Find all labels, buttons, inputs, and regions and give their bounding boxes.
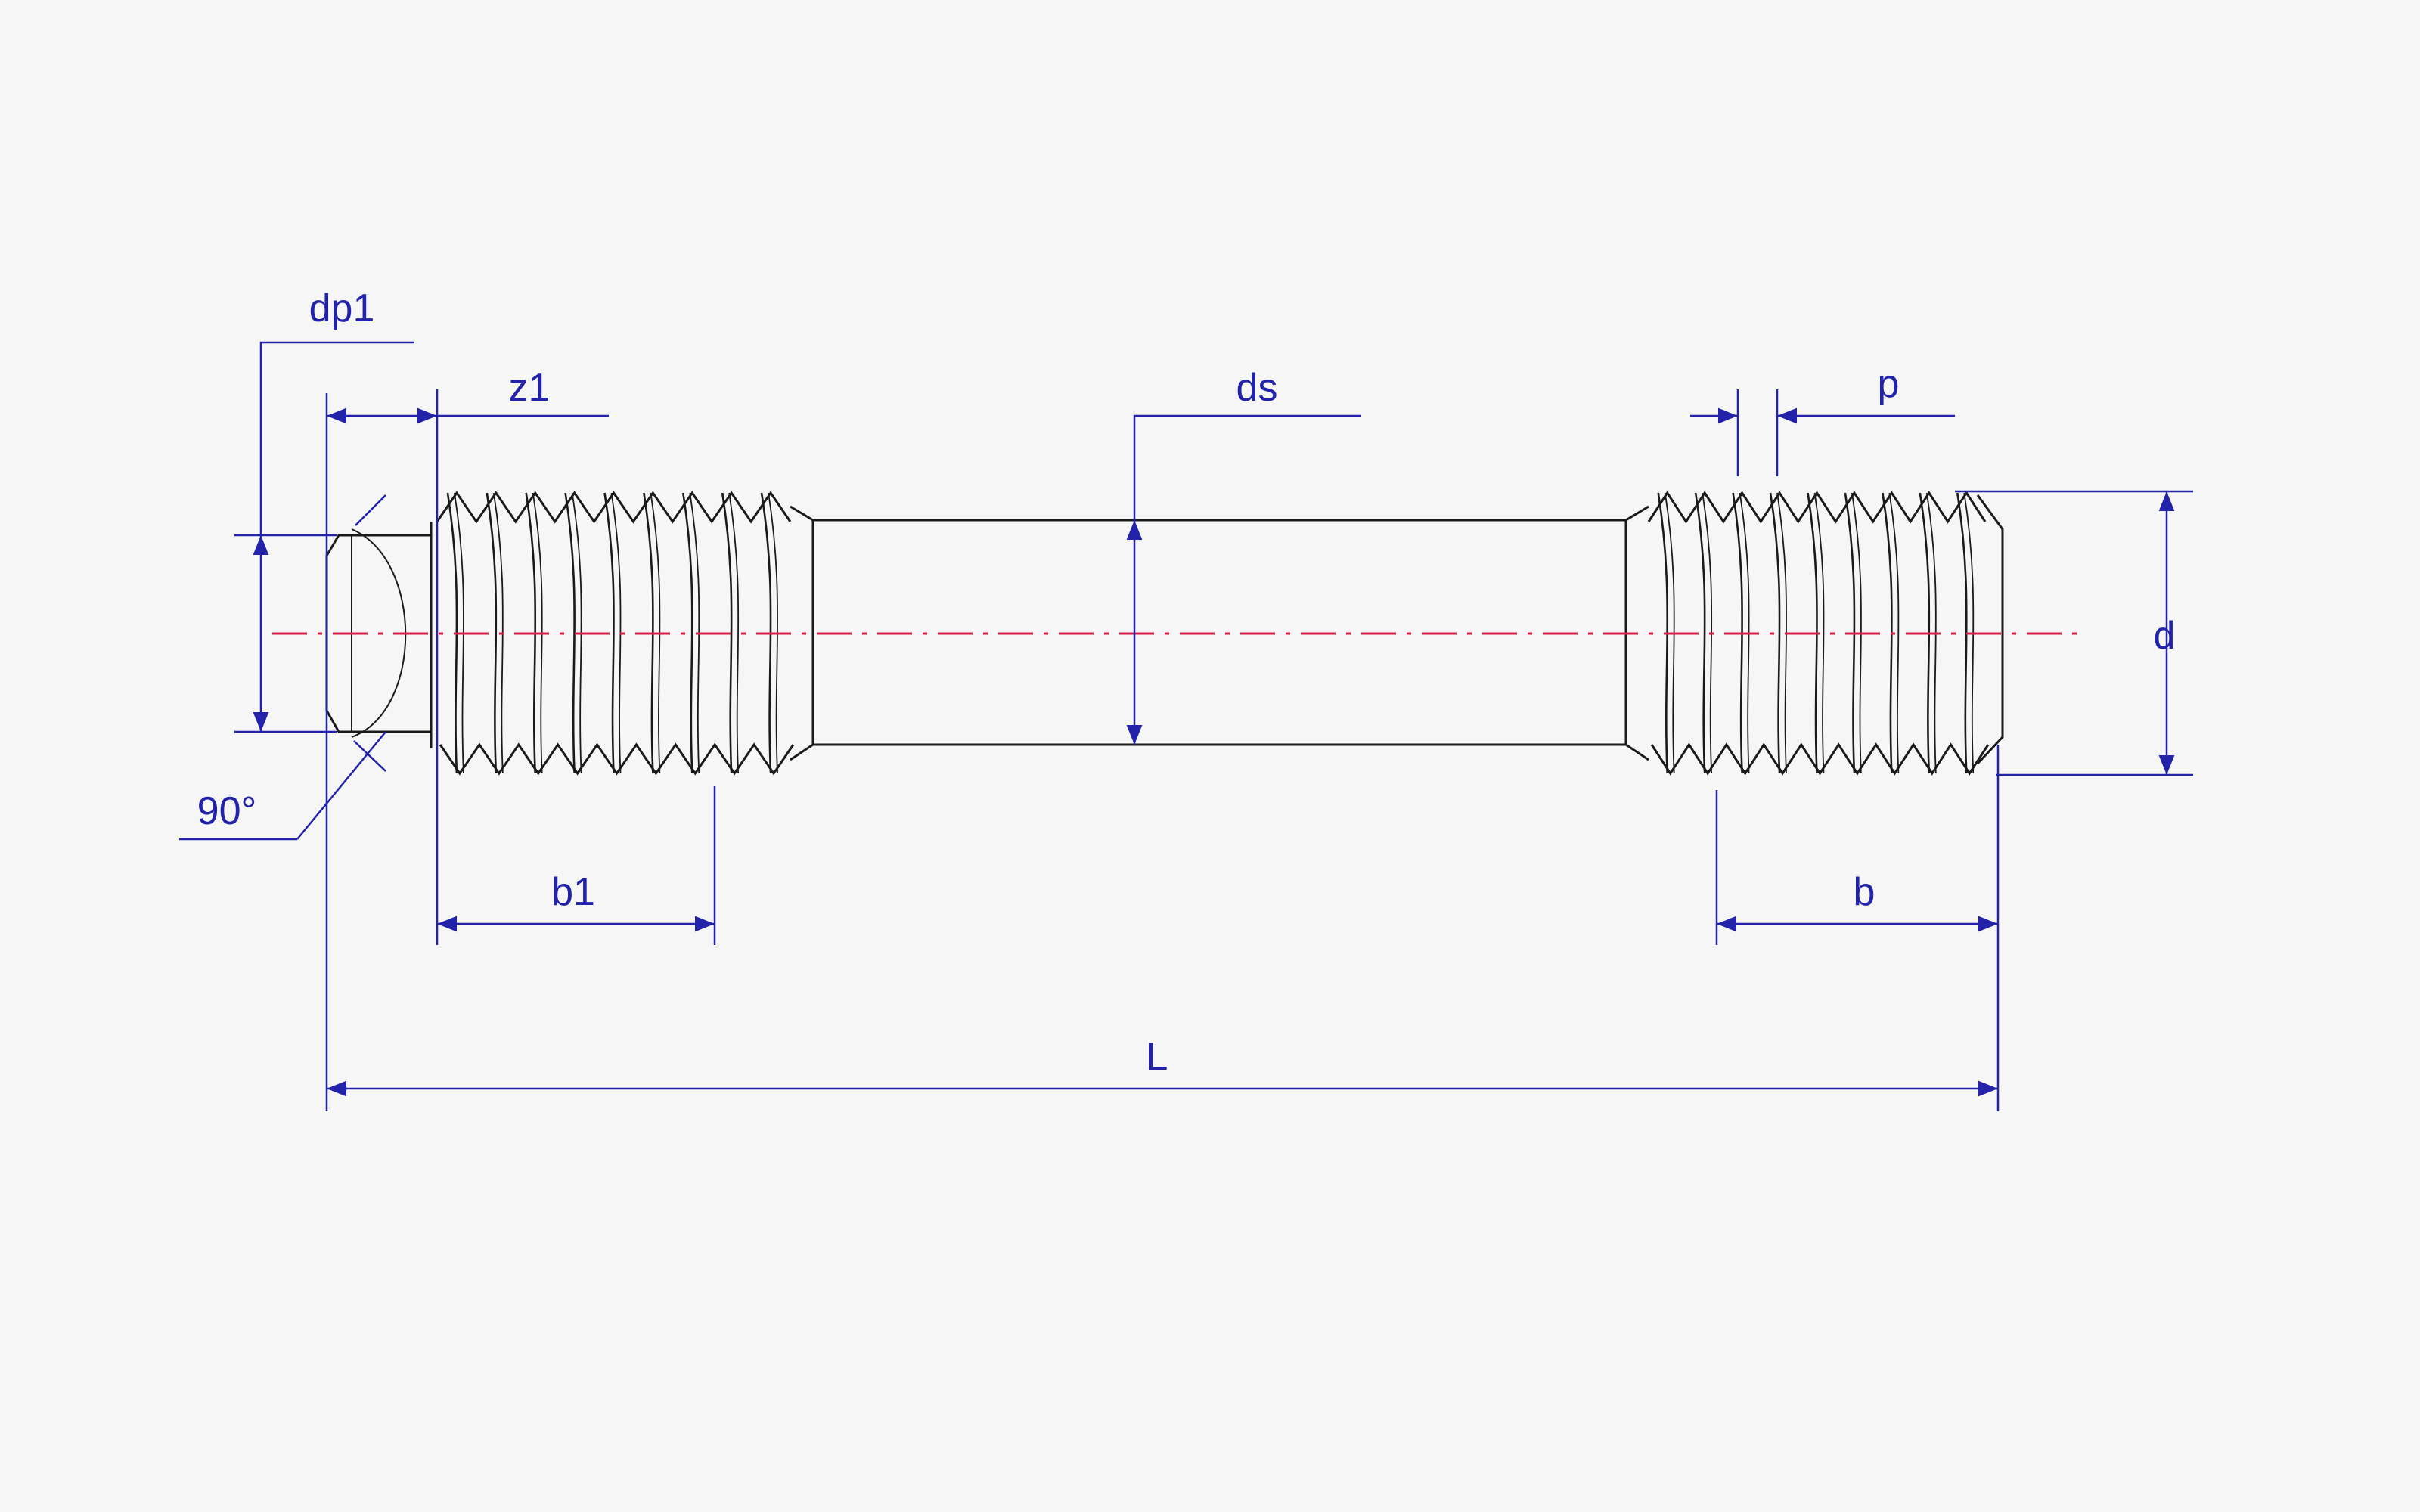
thread-helix: [1956, 492, 1968, 774]
thread-helix: [603, 492, 615, 774]
thread-helix: [1769, 492, 1781, 774]
dp1-label: dp1: [309, 287, 375, 330]
thread-helix: [681, 492, 693, 774]
thread-helix: [1888, 492, 1900, 774]
angle-dimension: [179, 494, 386, 841]
b1-label: b1: [551, 870, 595, 914]
thread-helix: [1882, 492, 1893, 774]
shank: [813, 519, 1626, 746]
ds-label: ds: [1236, 366, 1278, 410]
thread-helix: [1694, 492, 1706, 774]
thread-helix: [486, 492, 498, 774]
dp1-dimension: [253, 341, 414, 732]
ds-dimension: [1126, 414, 1361, 745]
z1-label: z1: [509, 366, 551, 410]
b-label: b: [1854, 870, 1876, 914]
bolt-outline: [325, 491, 2004, 776]
left-thread: [436, 491, 795, 776]
thread-helix: [564, 492, 576, 774]
thread-profile: [1647, 491, 1987, 524]
angle-label: 90°: [197, 789, 257, 833]
thread-profile: [439, 742, 795, 776]
right-tip: [1976, 494, 2004, 765]
thread-helix: [1813, 492, 1825, 774]
p-label: p: [1878, 362, 1900, 406]
thread-profile: [436, 491, 792, 524]
thread-profile: [1650, 742, 1990, 776]
L-label: L: [1146, 1035, 1168, 1079]
dimensions: [179, 341, 2193, 1111]
d-label: d: [2154, 614, 2176, 658]
thread-helix: [728, 492, 740, 774]
thread-helix: [721, 492, 733, 774]
